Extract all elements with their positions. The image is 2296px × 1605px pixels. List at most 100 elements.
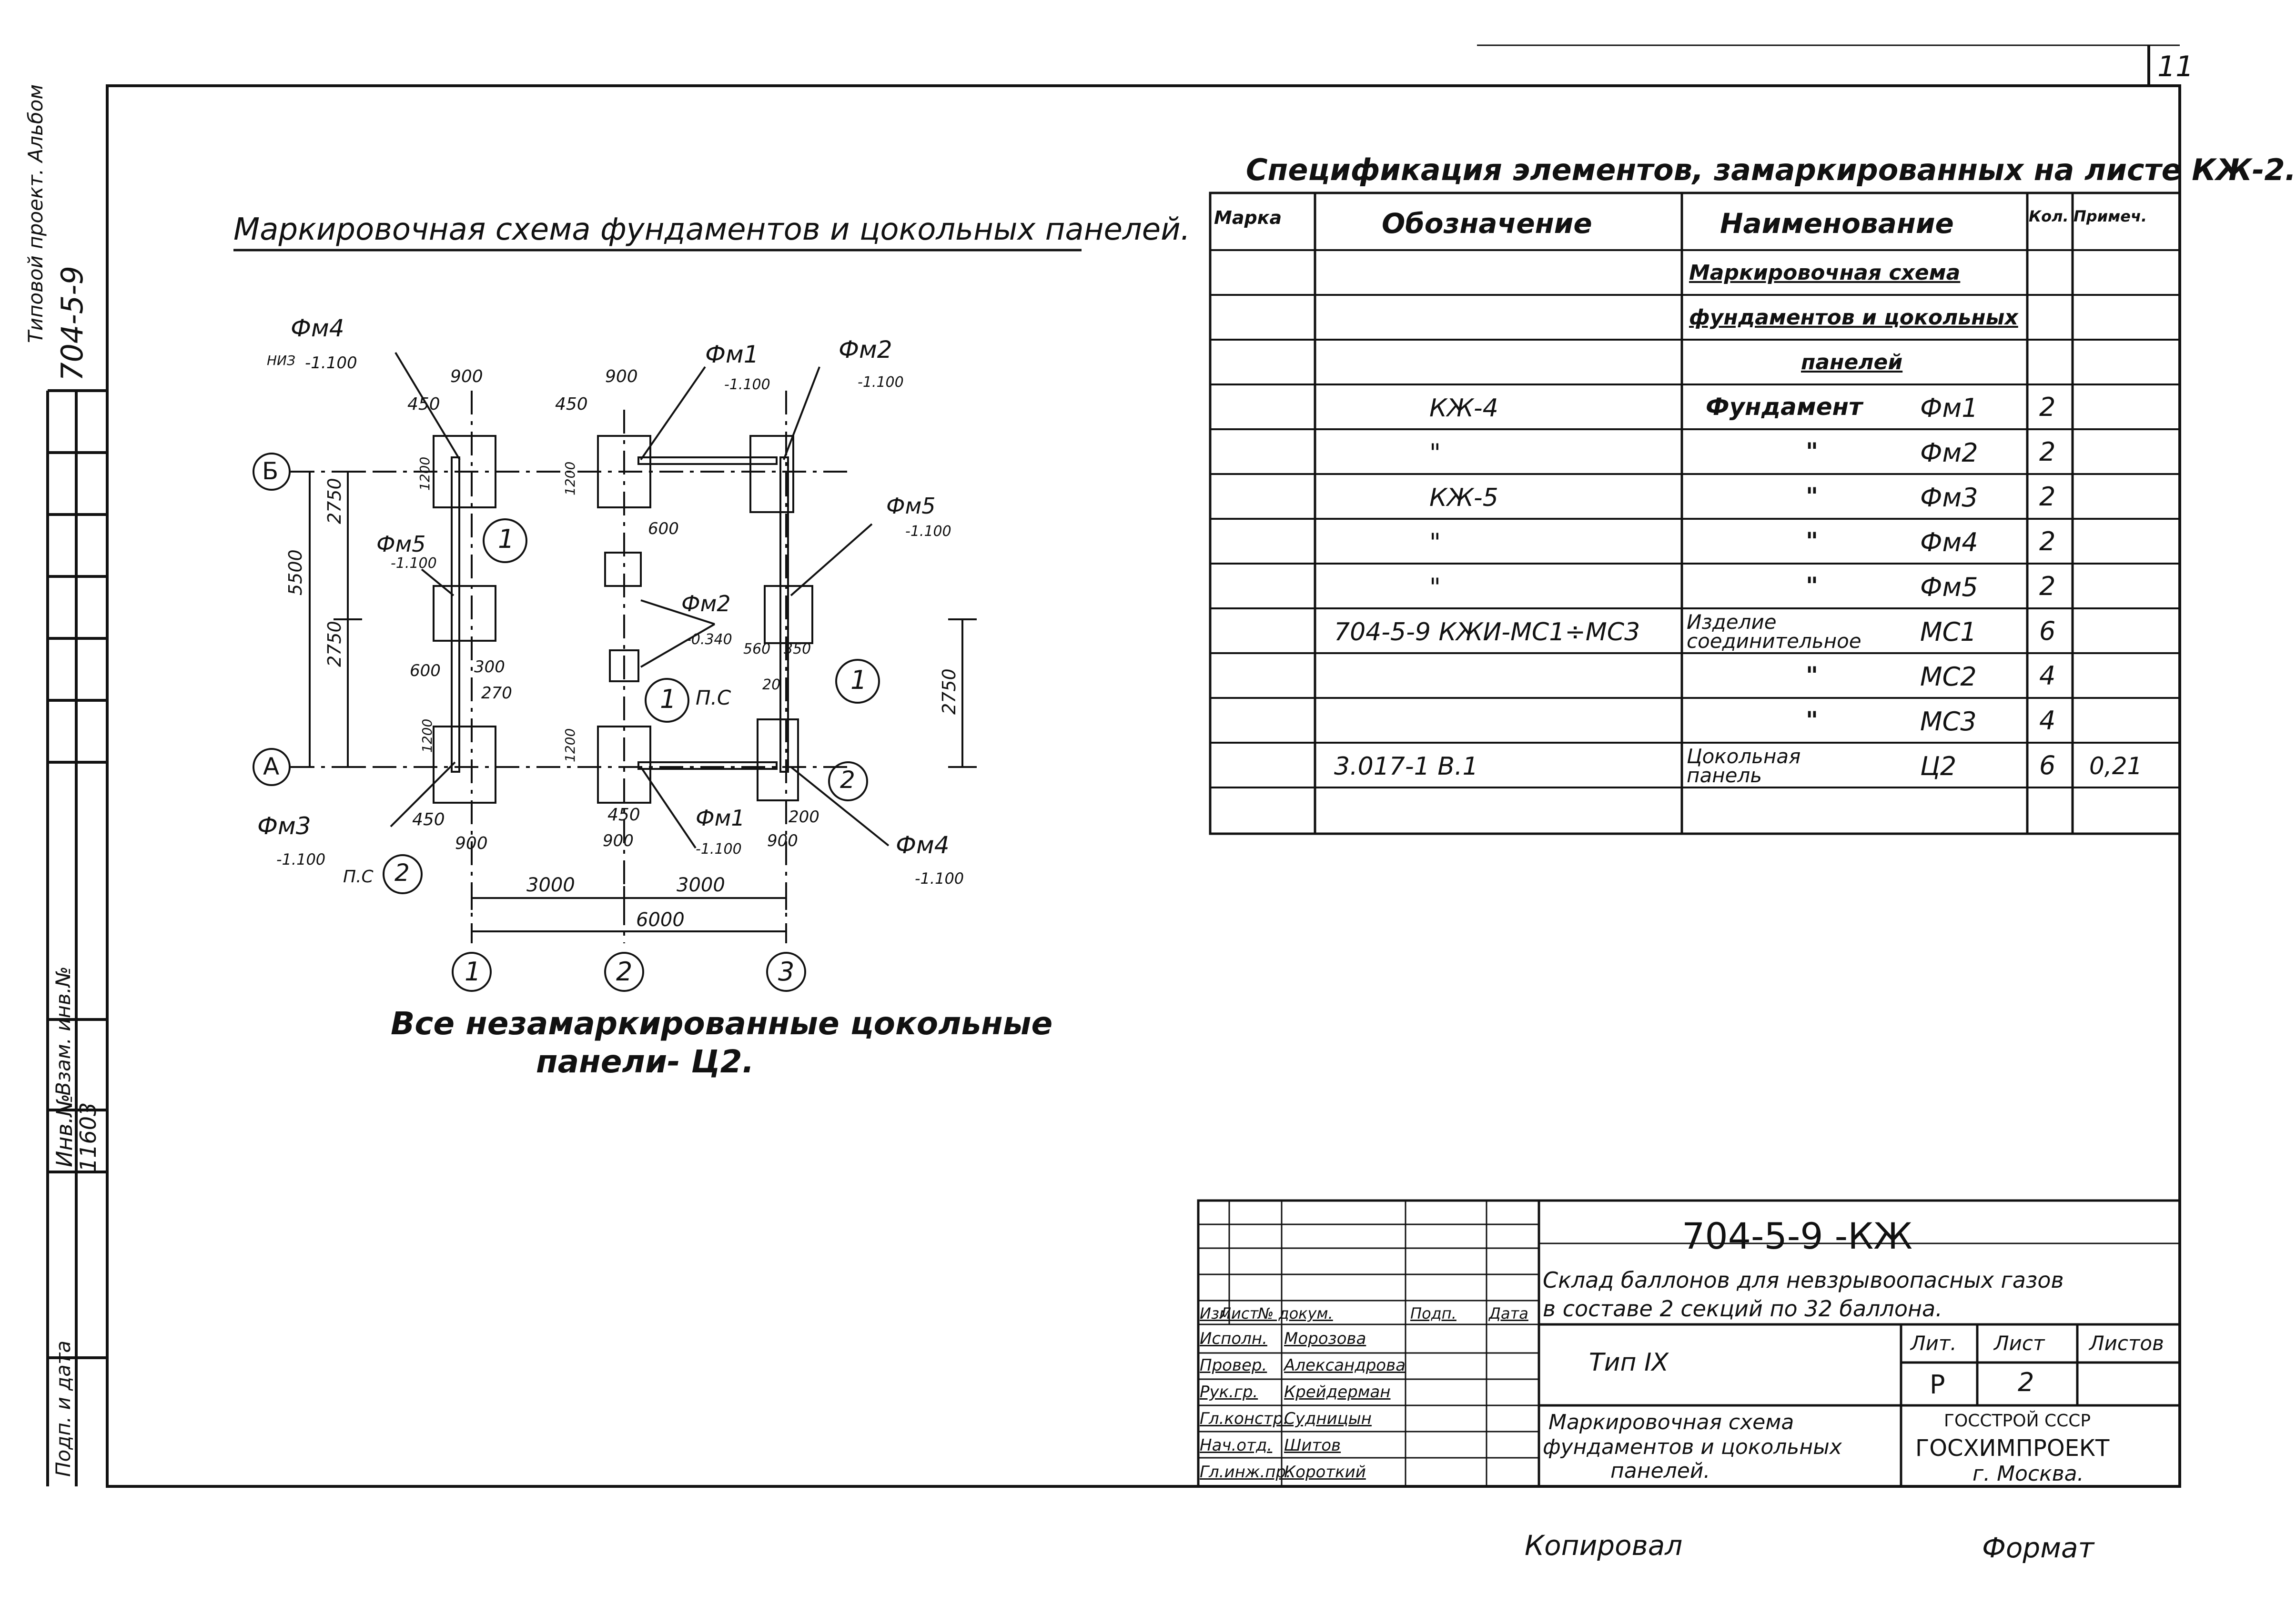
stamp-header-cell: Изм. [1200, 1304, 1236, 1322]
stamp-role: Гл.констр. [1200, 1409, 1288, 1428]
section-mark: 2 [394, 859, 410, 887]
stamp-name: Морозова [1284, 1329, 1366, 1348]
dim-text: 200 [789, 808, 819, 827]
callout-mark: Фм2 [681, 591, 731, 616]
dim-text: 300 [474, 657, 505, 676]
stamp-name: Крейдерман [1284, 1383, 1391, 1402]
dim-text: 450 [407, 394, 440, 414]
section-label: П.С [343, 867, 374, 887]
callout-level: -1.100 [915, 869, 964, 888]
spec-cell: 2 [2039, 482, 2056, 512]
foundation-b2 [597, 435, 651, 508]
spec-table-grid [1209, 192, 2181, 835]
dim-text: 450 [607, 805, 640, 825]
spec-cell: 2 [2039, 571, 2056, 601]
axis-bubble-b [253, 453, 291, 491]
callout-mark: Фм3 [257, 812, 311, 840]
spec-cell: МС3 [1920, 707, 1977, 737]
callout-level: -1.100 [391, 555, 437, 572]
stamp-role: Исполн. [1200, 1329, 1267, 1348]
inv-label: Инв.№ [51, 1093, 77, 1167]
dim-text: 2750 [939, 668, 960, 715]
scheme-note-line2: панели- Ц2. [536, 1043, 754, 1080]
dim-text: 2750 [324, 621, 345, 667]
dim-text: 5500 [285, 549, 306, 596]
axis-bubble-a [253, 748, 291, 786]
dim-text: 900 [450, 367, 483, 386]
foundation-b3 [749, 435, 794, 513]
level-prefix: НИЗ [267, 353, 295, 368]
callout-mark: Фм4 [291, 314, 344, 342]
spec-header-cell: Обозначение [1382, 207, 1592, 240]
spec-cell: МС1 [1920, 617, 1977, 647]
spec-cell: Фм1 [1920, 393, 1978, 423]
spec-cell: соединительное [1687, 629, 1861, 653]
axis-label-1: 1 [465, 957, 481, 987]
stamp-header-cell: Подп. [1410, 1304, 1456, 1322]
drawing-sheet [46, 44, 2181, 1488]
stamp-name: Александрова [1284, 1356, 1406, 1375]
spec-cell: 3.017-1 В.1 [1334, 752, 1478, 781]
dim-text: 1200 [562, 728, 578, 762]
org-3: г. Москва. [1972, 1462, 2084, 1486]
org-2: ГОСХИМПРОЕКТ [1915, 1435, 2110, 1462]
stage-value: Р [1930, 1370, 1945, 1400]
spec-cell: 6 [2039, 750, 2056, 780]
dim-text: 3000 [526, 874, 575, 896]
dim-text: 1200 [562, 461, 578, 495]
axis-label-b: Б [262, 457, 279, 485]
spec-header-cell: Кол. [2029, 207, 2069, 225]
dim-text: 3000 [677, 874, 725, 896]
spec-cell: 0,21 [2089, 752, 2143, 780]
callout-level: -1.100 [905, 523, 951, 540]
spec-cell: панелей [1801, 350, 1903, 374]
foundation-b1 [433, 435, 496, 508]
dim-text: 2750 [324, 478, 345, 524]
spec-cell: Фм2 [1920, 438, 1978, 468]
foundation-a3 [757, 718, 799, 801]
sheets-label: Листов [2089, 1332, 2164, 1355]
foundation-center [609, 649, 639, 682]
building-type: Тип IX [1589, 1348, 1669, 1377]
spec-cell: 4 [2039, 661, 2056, 691]
foundation-a2 [597, 726, 651, 804]
stage-label: Лит. [1911, 1332, 1957, 1355]
spec-cell: " [1806, 707, 1819, 734]
axis-bubble-2 [604, 952, 644, 992]
object-line2: в составе 2 секций по 32 баллона. [1543, 1296, 1942, 1322]
callout-mark: Фм1 [705, 341, 759, 368]
spec-cell: 6 [2039, 616, 2056, 646]
spec-cell: КЖ-4 [1429, 394, 1498, 423]
dim-text: 600 [648, 519, 679, 538]
spec-cell: " [1806, 438, 1819, 465]
foundation-center-top [604, 552, 642, 587]
plinth-panel-b [637, 456, 778, 465]
object-line1: Склад баллонов для невзрывоопасных газов [1543, 1267, 2064, 1293]
stamp-name: Шитов [1284, 1436, 1341, 1455]
dim-text: 350 [784, 641, 811, 657]
spec-cell: Фм4 [1920, 527, 1978, 557]
callout-mark: Фм2 [839, 336, 892, 363]
spec-cell: " [1806, 483, 1819, 510]
callout-level: -1.100 [696, 841, 742, 858]
stamp-header-cell: Лист [1220, 1304, 1259, 1322]
spec-cell: Изделие [1687, 610, 1777, 634]
callout-mark: Фм4 [896, 831, 950, 859]
foundation-a1 [433, 726, 496, 804]
section-mark: 1 [498, 524, 515, 554]
title-code: 704-5-9 -КЖ [1682, 1215, 1913, 1257]
dim-text: 900 [767, 831, 798, 850]
inv-number: 11603 [75, 1102, 101, 1172]
stamp-role: Гл.инж.пр. [1200, 1463, 1291, 1482]
spec-cell: 2 [2039, 437, 2056, 467]
callout-mark: Фм5 [886, 493, 936, 519]
spec-cell: 2 [2039, 526, 2056, 556]
spec-cell: 704-5-9 КЖИ-МС1÷МС3 [1334, 618, 1640, 646]
stamp-header-cell: Дата [1489, 1304, 1528, 1322]
format-label: Формат [1982, 1532, 2094, 1564]
foundation-mid1 [433, 585, 496, 642]
spec-title: Спецификация элементов, замаркированных … [1246, 152, 2296, 187]
scheme-note-line1: Все незамаркированные цокольные [391, 1005, 1053, 1042]
dim-text: 900 [603, 831, 634, 850]
section-mark: 1 [660, 684, 677, 714]
